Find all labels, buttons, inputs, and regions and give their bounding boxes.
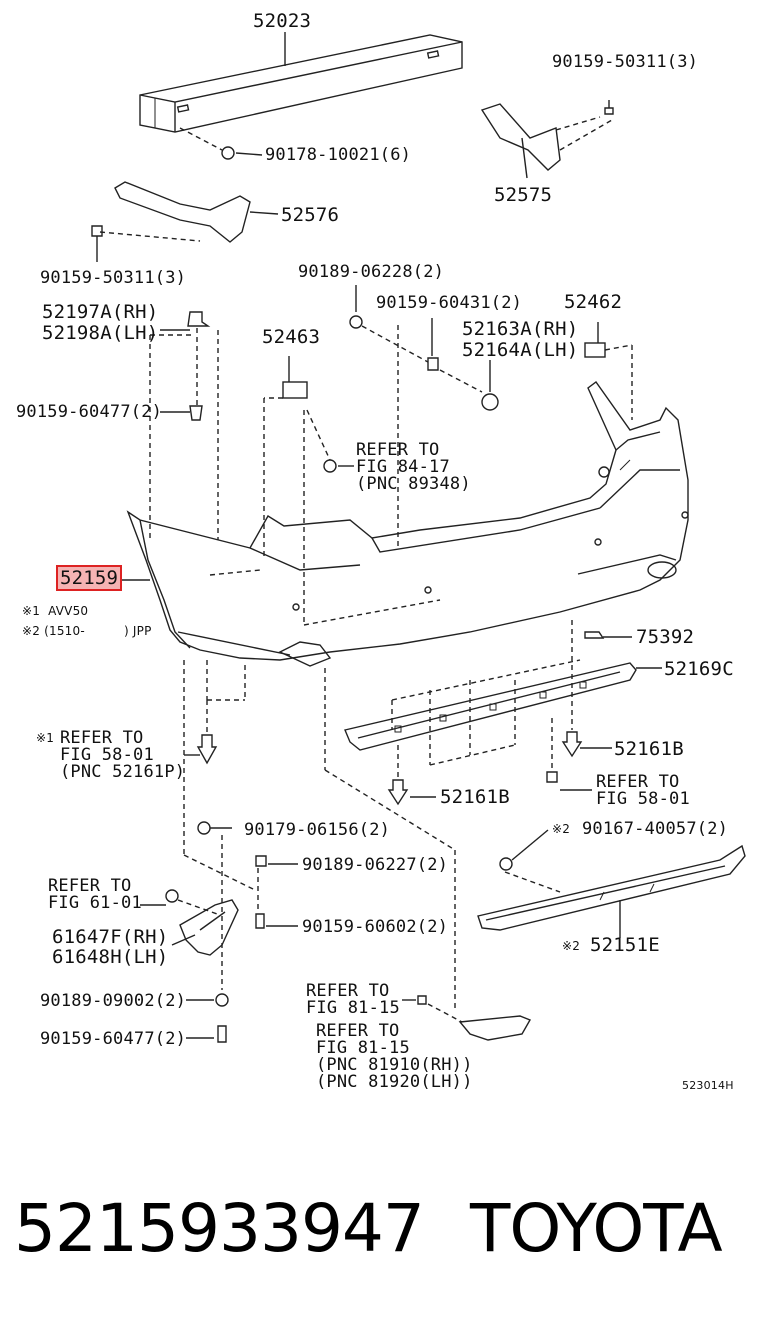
bolt-icon	[255, 855, 267, 867]
label-90179-06156[interactable]: 90179-06156(2)	[244, 820, 391, 840]
label-refer-to-81-a[interactable]: REFER TO	[306, 981, 390, 1001]
note-1510: ※2 (1510-	[22, 624, 85, 638]
bolt-icon	[427, 357, 439, 371]
label-90159-50311-left[interactable]: 90159-50311(3)	[40, 268, 187, 288]
bolt-icon	[546, 771, 558, 783]
parts-diagram: 52023 90159-50311(3) 90178-10021(6) 5257…	[16, 10, 746, 1092]
label-90167-40057[interactable]: 90167-40057(2)	[582, 819, 729, 839]
bolt-icon	[217, 1025, 227, 1043]
label-fig-81-15-a[interactable]: FIG 81-15	[306, 998, 400, 1018]
label-52161b-right[interactable]: 52161B	[614, 738, 684, 760]
label-52164a[interactable]: 52164A(LH)	[462, 339, 579, 361]
lower-garnish	[477, 844, 746, 931]
clip-icon	[584, 631, 605, 639]
bracket-left	[114, 181, 251, 243]
pad-icon	[282, 381, 308, 399]
label-52575[interactable]: 52575	[494, 184, 553, 206]
label-90159-50311-right[interactable]: 90159-50311(3)	[552, 52, 699, 72]
label-90159-60602[interactable]: 90159-60602(2)	[302, 917, 449, 937]
label-refer-to-58-left[interactable]: REFER TO	[60, 728, 144, 748]
label-fig-81-15-b[interactable]: FIG 81-15	[316, 1038, 410, 1058]
pad-icon	[584, 342, 606, 358]
label-refer-to-84[interactable]: REFER TO	[356, 440, 440, 460]
grommet-icon	[481, 393, 499, 411]
label-52463[interactable]: 52463	[262, 326, 321, 348]
bolt-icon	[604, 107, 614, 115]
label-52151e[interactable]: 52151E	[590, 934, 660, 956]
clip-icon	[323, 459, 337, 473]
bracket-right	[480, 103, 561, 171]
footer: 5215933947 TOYOTA	[0, 1190, 760, 1280]
bolt-icon	[255, 913, 265, 929]
nut-icon	[215, 993, 229, 1007]
part-number: 5215933947	[14, 1190, 425, 1267]
illustration-code: 523014H	[682, 1079, 734, 1092]
label-90159-60477-lower[interactable]: 90159-60477(2)	[40, 1029, 187, 1049]
label-61647f[interactable]: 61647F(RH)	[52, 926, 169, 948]
label-fig-84-17[interactable]: FIG 84-17	[356, 457, 450, 477]
clip-icon	[349, 315, 363, 329]
rivet-icon	[387, 779, 409, 806]
label-61648h[interactable]: 61648H(LH)	[52, 946, 169, 968]
clip-icon	[165, 889, 179, 903]
label-52197a[interactable]: 52197A(RH)	[42, 301, 159, 323]
label-52169c[interactable]: 52169C	[664, 658, 734, 680]
side-bracket	[179, 899, 239, 956]
label-fig-58-01-right[interactable]: FIG 58-01	[596, 789, 690, 809]
note-mark-1: ※1	[36, 731, 55, 745]
bolt-icon	[189, 405, 203, 421]
label-pnc-89348[interactable]: (PNC 89348)	[356, 474, 471, 494]
clip-icon	[499, 857, 513, 871]
label-52161b-center[interactable]: 52161B	[440, 786, 510, 808]
bolt-icon	[91, 225, 103, 237]
label-pnc-52161p[interactable]: (PNC 52161P)	[60, 762, 186, 782]
label-refer-to-58-right[interactable]: REFER TO	[596, 772, 680, 792]
reinforcement-beam	[139, 34, 463, 133]
bolt-icon	[417, 995, 427, 1005]
label-52576[interactable]: 52576	[281, 204, 340, 226]
label-52198a[interactable]: 52198A(LH)	[42, 322, 159, 344]
note-avv50: ※1 AVV50	[22, 604, 89, 618]
label-52159-highlighted[interactable]: 52159	[56, 565, 123, 591]
label-75392[interactable]: 75392	[636, 626, 695, 648]
note-jpp: ) JPP	[124, 624, 152, 638]
nut-icon	[221, 146, 235, 160]
label-90189-09002[interactable]: 90189-09002(2)	[40, 991, 187, 1011]
label-52023[interactable]: 52023	[253, 10, 312, 32]
label-52163a[interactable]: 52163A(RH)	[462, 318, 579, 340]
label-90189-06228[interactable]: 90189-06228(2)	[298, 262, 445, 282]
note-mark-2-b: ※2	[562, 939, 581, 953]
brand-name: TOYOTA	[470, 1190, 723, 1267]
rivet-icon	[196, 734, 218, 765]
reflector	[458, 1015, 532, 1041]
label-90189-06227[interactable]: 90189-06227(2)	[302, 855, 449, 875]
bumper-cover	[126, 381, 689, 661]
label-fig-58-01-left[interactable]: FIG 58-01	[60, 745, 154, 765]
label-refer-to-81-b[interactable]: REFER TO	[316, 1021, 400, 1041]
label-pnc-81910[interactable]: (PNC 81910(RH))	[316, 1055, 473, 1075]
label-pnc-81920[interactable]: (PNC 81920(LH))	[316, 1072, 473, 1092]
note-mark-2-a: ※2	[552, 822, 571, 836]
nut-icon	[197, 821, 211, 835]
retainer-icon	[187, 311, 211, 327]
exploded-view-drawing	[91, 32, 746, 1043]
label-90159-60477-upper[interactable]: 90159-60477(2)	[16, 402, 163, 422]
label-90178-10021[interactable]: 90178-10021(6)	[265, 145, 412, 165]
label-90159-60431[interactable]: 90159-60431(2)	[376, 293, 523, 313]
highlighted-part-number[interactable]: 52159	[56, 565, 123, 591]
label-fig-61-01[interactable]: FIG 61-01	[48, 893, 142, 913]
rivet-icon	[561, 731, 583, 758]
label-refer-to-61[interactable]: REFER TO	[48, 876, 132, 896]
label-52462[interactable]: 52462	[564, 291, 623, 313]
retainer-rail	[344, 662, 637, 751]
